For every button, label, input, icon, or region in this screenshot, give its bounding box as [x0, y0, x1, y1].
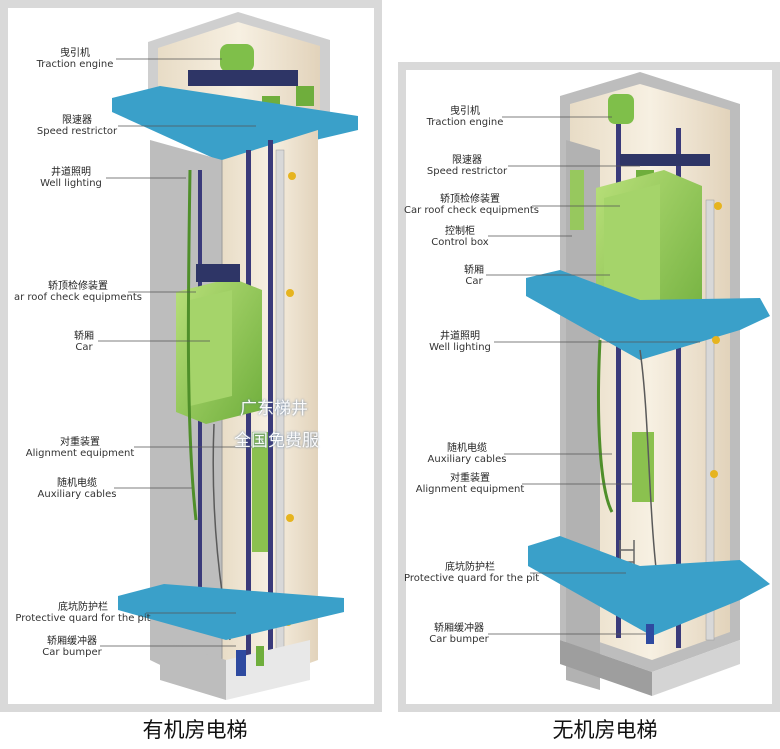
label-cn: 限速器: [62, 115, 92, 126]
left-leader-lines: [98, 58, 256, 647]
left-label-car-roof-check: 轿顶检修装置 ar roof check equipments: [8, 281, 148, 303]
label-en: Protective quard for the pit: [404, 573, 540, 584]
label-en: Traction engine: [36, 59, 114, 70]
label-cn: 控制柜: [445, 226, 475, 237]
label-cn: 轿顶检修装置: [440, 194, 500, 205]
label-en: Car bumper: [429, 634, 489, 645]
right-traction-engine-shape: [608, 94, 634, 124]
label-cn: 轿厢缓冲器: [47, 636, 97, 647]
label-cn: 轿厢缓冲器: [434, 623, 484, 634]
label-en: Speed restrictor: [36, 126, 118, 137]
right-label-pit-guard: 底坑防护栏 Protective quard for the pit: [404, 562, 540, 584]
label-cn: 随机电缆: [57, 478, 97, 489]
lower-floor-slab: [528, 536, 770, 636]
left-label-auxiliary-cables: 随机电缆 Auxiliary cables: [22, 478, 132, 500]
left-caption: 有机房电梯: [142, 718, 248, 742]
label-en: Protective quard for the pit: [15, 613, 151, 624]
label-en: Auxiliary cables: [37, 489, 117, 500]
left-label-traction-engine: 曳引机 Traction engine: [20, 48, 130, 70]
pit-floor-slab: [118, 584, 344, 640]
label-cn: 对重装置: [60, 437, 100, 448]
label-cn: 对重装置: [450, 473, 490, 484]
label-en: Car roof check equipments: [404, 205, 540, 216]
label-en: ar roof check equipments: [13, 292, 143, 303]
right-label-speed-restrictor: 限速器 Speed restrictor: [412, 155, 522, 177]
right-label-car-bumper: 轿厢缓冲器 Car bumper: [414, 623, 504, 645]
right-label-alignment-equipment: 对重装置 Alignment equipment: [404, 473, 536, 495]
right-label-control-box: 控制柜 Control box: [420, 226, 500, 248]
label-cn: 轿厢: [74, 331, 94, 342]
label-cn: 井道照明: [51, 167, 91, 178]
watermark-line-2: 全国免费服: [234, 431, 319, 451]
left-label-car-bumper: 轿厢缓冲器 Car bumper: [22, 636, 122, 658]
label-cn: 井道照明: [440, 331, 480, 342]
label-en: Control box: [431, 237, 489, 248]
watermark-line-1: 广东梯井: [240, 399, 308, 419]
left-label-car: 轿厢 Car: [44, 331, 124, 353]
label-cn: 轿顶检修装置: [48, 281, 108, 292]
right-label-car: 轿厢 Car: [434, 265, 514, 287]
label-cn: 轿厢: [464, 265, 484, 276]
label-en: Alignment equipment: [415, 484, 525, 495]
traction-engine-shape: [220, 44, 254, 72]
label-cn: 底坑防护栏: [58, 602, 108, 613]
label-en: Well lighting: [40, 178, 102, 189]
label-cn: 曳引机: [450, 106, 480, 117]
label-cn: 底坑防护栏: [445, 562, 495, 573]
right-label-well-lighting: 井道照明 Well lighting: [410, 331, 510, 353]
middle-floor-slab: [526, 270, 770, 360]
label-en: Car bumper: [42, 647, 102, 658]
left-label-well-lighting: 井道照明 Well lighting: [16, 167, 126, 189]
right-label-auxiliary-cables: 随机电缆 Auxiliary cables: [412, 443, 522, 465]
left-label-alignment-equipment: 对重装置 Alignment equipment: [12, 437, 148, 459]
label-cn: 随机电缆: [447, 443, 487, 454]
right-elevator-illustration: [526, 72, 770, 696]
right-caption: 无机房电梯: [552, 718, 658, 742]
label-cn: 限速器: [452, 155, 482, 166]
control-box-shape: [570, 170, 584, 230]
label-en: Car: [75, 342, 93, 353]
right-leader-lines: [486, 116, 700, 635]
label-en: Car: [465, 276, 483, 287]
label-en: Speed restrictor: [426, 166, 508, 177]
right-car-bumper: [646, 624, 654, 644]
label-en: Auxiliary cables: [427, 454, 507, 465]
left-label-pit-guard: 底坑防护栏 Protective quard for the pit: [8, 602, 158, 624]
label-en: Alignment equipment: [25, 448, 135, 459]
label-en: Well lighting: [429, 342, 491, 353]
label-en: Traction engine: [426, 117, 504, 128]
left-counterweight: [252, 432, 268, 552]
label-cn: 曳引机: [60, 48, 90, 59]
left-car-bumper: [236, 650, 246, 676]
left-elevator-illustration: [112, 12, 358, 700]
right-label-car-roof-check: 轿顶检修装置 Car roof check equipments: [404, 194, 540, 216]
right-label-traction-engine: 曳引机 Traction engine: [410, 106, 520, 128]
left-label-speed-restrictor: 限速器 Speed restrictor: [22, 115, 132, 137]
